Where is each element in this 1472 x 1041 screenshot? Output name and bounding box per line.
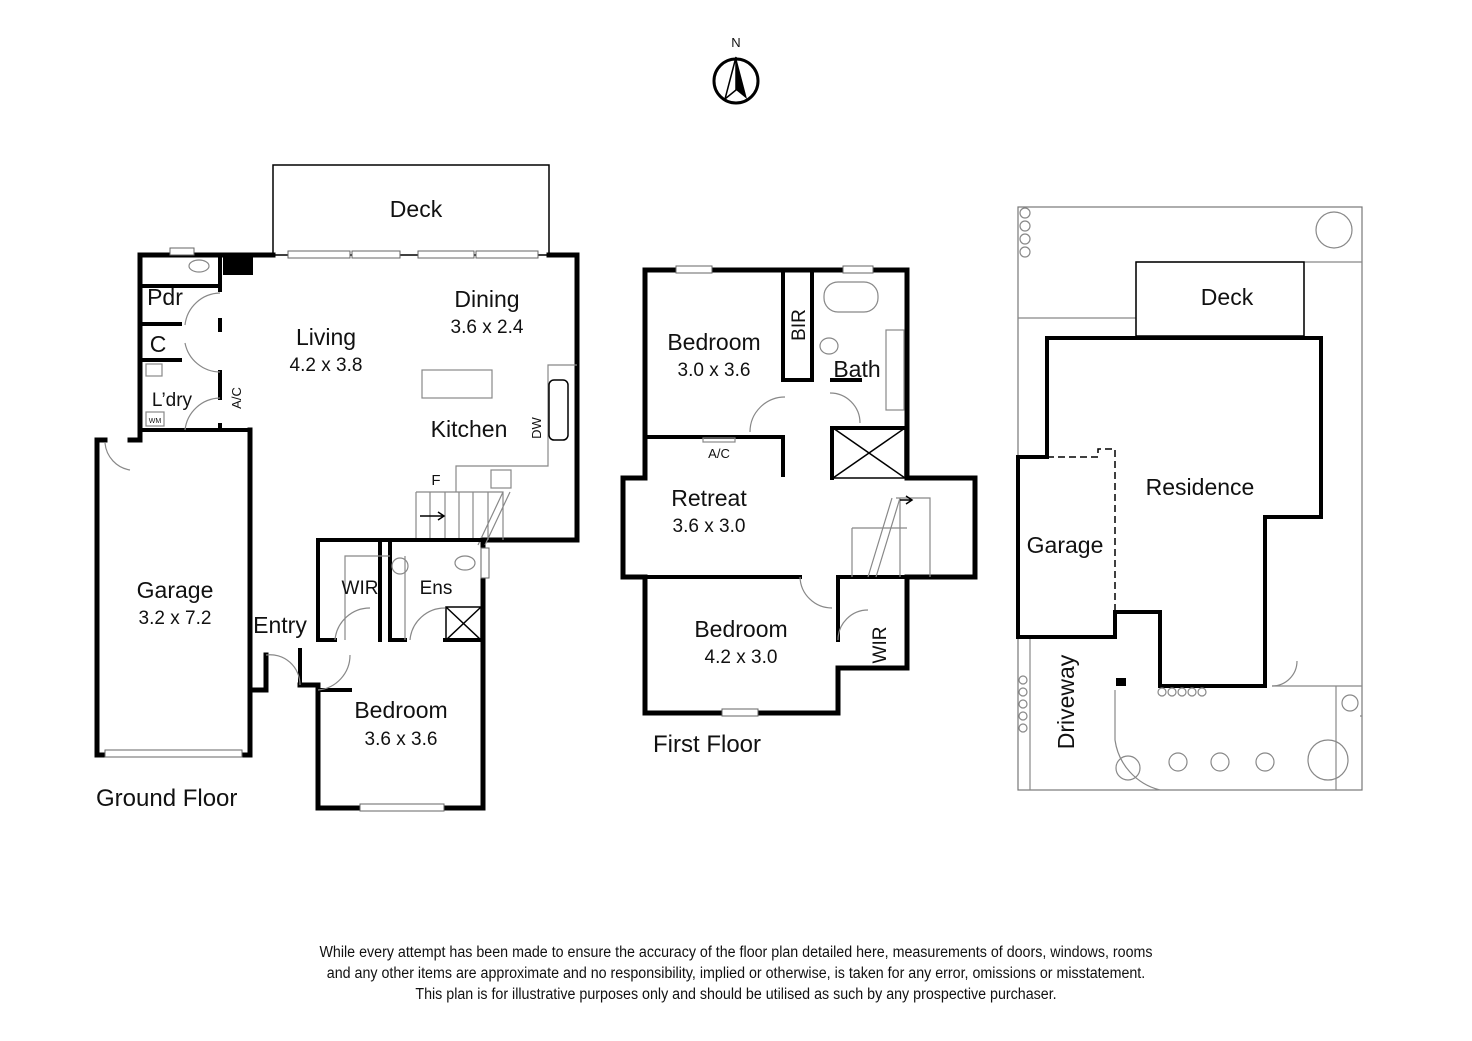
bedroom-upper-1-label: Bedroom bbox=[667, 329, 760, 355]
fridge-label: F bbox=[431, 472, 440, 489]
bedroom-upper-2-dims: 4.2 x 3.0 bbox=[705, 647, 778, 668]
dining-label: Dining bbox=[454, 286, 519, 312]
deck-label: Deck bbox=[390, 196, 443, 222]
garage-dims: 3.2 x 7.2 bbox=[139, 608, 212, 629]
washing-machine-label: WM bbox=[149, 418, 162, 425]
deck-outline bbox=[272, 164, 550, 256]
disclaimer-line: and any other items are approximate and … bbox=[326, 965, 1146, 982]
bedroom-upper-2-label: Bedroom bbox=[694, 616, 787, 642]
bir-label: BIR bbox=[789, 309, 810, 341]
retreat-dims: 3.6 x 3.0 bbox=[673, 516, 746, 537]
wir-label: WIR bbox=[342, 578, 379, 599]
site-garage-label: Garage bbox=[1027, 532, 1104, 558]
disclaimer-line: While every attempt has been made to ens… bbox=[319, 944, 1153, 961]
kitchen-label: Kitchen bbox=[431, 416, 508, 442]
entry-label: Entry bbox=[253, 612, 307, 638]
site-deck-label: Deck bbox=[1201, 284, 1254, 310]
cupboard-label: C bbox=[150, 331, 167, 357]
disclaimer-line: This plan is for illustrative purposes o… bbox=[415, 986, 1057, 1003]
compass-north-label: N bbox=[731, 35, 740, 50]
powder-room-label: Pdr bbox=[147, 284, 183, 310]
upper-ac-label: A/C bbox=[708, 446, 730, 461]
living-label: Living bbox=[296, 324, 356, 350]
disclaimer: While every attempt has been made to ens… bbox=[0, 942, 1472, 1005]
dishwasher-label: DW bbox=[529, 416, 544, 438]
site-plan: Deck Residence Garage Driveway bbox=[1016, 206, 1363, 791]
tree-icons bbox=[1018, 207, 1359, 781]
laundry-label: L’dry bbox=[152, 390, 193, 411]
ac-label: A/C bbox=[229, 387, 244, 409]
living-dims: 4.2 x 3.8 bbox=[290, 355, 363, 376]
driveway-label: Driveway bbox=[1053, 654, 1079, 749]
ground-floor-title: Ground Floor bbox=[96, 785, 237, 812]
ensuite-label: Ens bbox=[420, 578, 453, 599]
upper-wir-label: WIR bbox=[870, 627, 891, 664]
garage-label: Garage bbox=[137, 577, 214, 603]
first-floor-title: First Floor bbox=[653, 731, 761, 758]
dining-dims: 3.6 x 2.4 bbox=[451, 317, 524, 338]
north-arrow-icon: N bbox=[712, 35, 760, 105]
bedroom-upper-1-dims: 3.0 x 3.6 bbox=[678, 360, 751, 381]
retreat-label: Retreat bbox=[671, 485, 747, 511]
bedroom-label: Bedroom bbox=[354, 697, 447, 723]
residence-label: Residence bbox=[1146, 474, 1255, 500]
first-floor-plan: Bedroom 3.0 x 3.6 BIR Bath A/C Retreat 3… bbox=[620, 265, 978, 758]
ground-floor-plan: WM Deck Pdr C L’dry A/C Living 4.2 x 3.8… bbox=[94, 164, 580, 812]
bedroom-dims: 3.6 x 3.6 bbox=[365, 729, 438, 750]
bath-label: Bath bbox=[833, 356, 880, 382]
